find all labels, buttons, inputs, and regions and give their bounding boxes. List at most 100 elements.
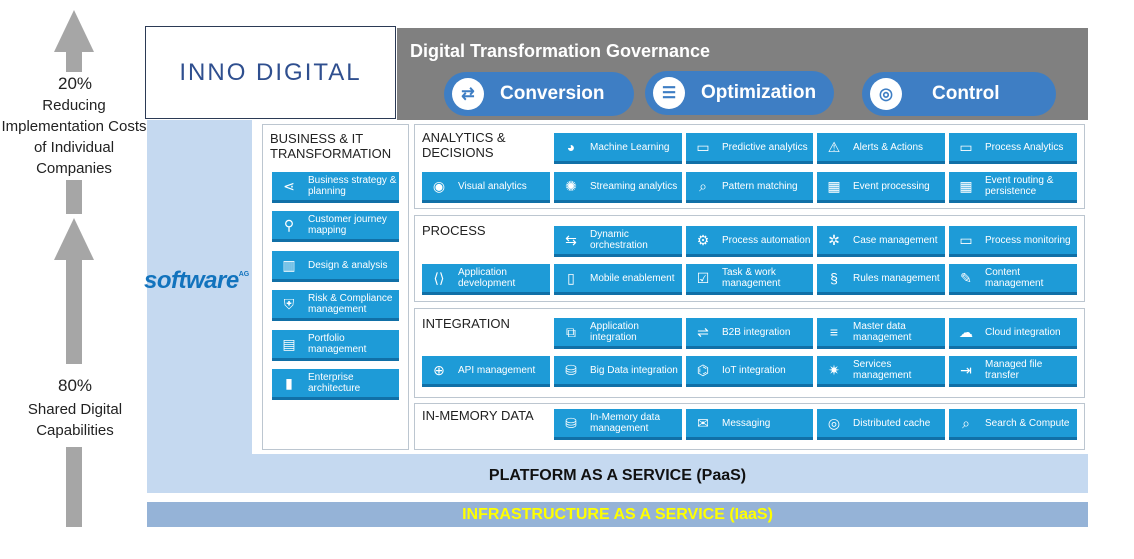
software-logo-suffix: AG xyxy=(238,271,250,278)
tile-label: Business strategy & planning xyxy=(308,175,397,197)
capability-tile[interactable]: ▭Predictive analytics xyxy=(686,133,813,164)
capability-tile[interactable]: ⧉Application integration xyxy=(554,318,682,349)
eye-monitor-icon: ◉ xyxy=(432,177,446,194)
capability-tile[interactable]: ⛁In-Memory data management xyxy=(554,409,682,440)
tile-label: Design & analysis xyxy=(308,259,388,271)
tile-label: IoT integration xyxy=(722,364,786,376)
capability-tile[interactable]: ⌬IoT integration xyxy=(686,356,813,387)
bottom-text: Shared Digital Capabilities xyxy=(27,401,123,439)
share-icon: ⋖ xyxy=(283,177,295,194)
tile-label: Master data management xyxy=(853,321,912,343)
tile-label: Pattern matching xyxy=(722,180,798,192)
capability-tile[interactable]: ⚲Customer journey mapping xyxy=(272,211,399,242)
capability-tile[interactable]: ☁Cloud integration xyxy=(949,318,1077,349)
capability-tile[interactable]: ✷Services management xyxy=(817,356,945,387)
iaas-band: INFRASTRUCTURE AS A SERVICE (IaaS) xyxy=(147,502,1088,527)
capability-tile[interactable]: ◎Distributed cache xyxy=(817,409,945,440)
section-title: IN-MEMORY DATA xyxy=(422,408,534,423)
binary-icon: ≡ xyxy=(829,323,839,340)
pill-optimization[interactable]: ☰ Optimization xyxy=(645,71,834,115)
tile-label: Risk & Compliance management xyxy=(308,293,393,315)
capability-tile[interactable]: ⛨Risk & Compliance management xyxy=(272,290,399,321)
capability-tile[interactable]: ⋖ Business strategy & planning xyxy=(272,172,399,203)
tile-label: Predictive analytics xyxy=(722,141,808,153)
alert-icon: ⚠ xyxy=(827,138,841,155)
capability-tile[interactable]: ▭Process monitoring xyxy=(949,226,1077,257)
capability-tile[interactable]: ▭Process Analytics xyxy=(949,133,1077,164)
capability-tile[interactable]: ⇆ Dynamic orchestration xyxy=(554,226,682,257)
capability-tile[interactable]: ⚙Process automation xyxy=(686,226,813,257)
tile-label: Services management xyxy=(853,359,912,381)
capability-tile[interactable]: ⊕API management xyxy=(422,356,550,387)
tile-label: In-Memory data management xyxy=(590,412,661,434)
app-integration-icon: ⧉ xyxy=(566,323,576,340)
tile-label: Streaming analytics xyxy=(590,180,678,192)
capability-tile[interactable]: ⚠ Alerts & Actions xyxy=(817,133,945,164)
software-ag-logo: software AG xyxy=(144,267,249,295)
capability-tile[interactable]: ✎ Content management xyxy=(949,264,1077,295)
tile-label: Case management xyxy=(853,234,938,246)
bars-icon: ▮ xyxy=(285,374,293,391)
b2b-icon: ⇌ xyxy=(697,323,709,340)
capability-tile[interactable]: ⇌B2B integration xyxy=(686,318,813,349)
tile-label: Alerts & Actions xyxy=(853,141,924,153)
building-chart-icon: ▥ xyxy=(282,256,296,273)
capability-tile[interactable]: ▯Mobile enablement xyxy=(554,264,682,295)
content-icon: ✎ xyxy=(960,269,972,286)
section-title: INTEGRATION xyxy=(422,316,510,331)
capability-tile[interactable]: ◉Visual analytics xyxy=(422,172,550,203)
capability-tile[interactable]: ☑Task & work management xyxy=(686,264,813,295)
stream-icon: ✺ xyxy=(565,177,577,194)
iaas-label: INFRASTRUCTURE AS A SERVICE (IaaS) xyxy=(462,505,773,523)
arrow-shaft xyxy=(66,260,82,364)
gear-icon: ⚙ xyxy=(696,231,710,248)
arrow-shaft xyxy=(66,180,82,214)
logo-box: INNO DIGITAL xyxy=(145,26,396,119)
tile-label: Event processing xyxy=(853,180,930,192)
capability-tile[interactable]: ▦ Event routing & persistence xyxy=(949,172,1077,203)
tile-label: Content management xyxy=(985,267,1044,289)
pill-conversion[interactable]: ⇄ Conversion xyxy=(444,72,634,116)
software-logo-text: software xyxy=(144,267,239,294)
tile-label: Dynamic orchestration xyxy=(590,229,648,251)
tile-label: Task & work management xyxy=(722,267,781,289)
calendar-gear-icon: ▦ xyxy=(959,177,973,194)
capability-tile[interactable]: ▮ Enterprise architecture xyxy=(272,369,399,400)
gauge-icon: ◎ xyxy=(870,78,902,110)
api-icon: ⊕ xyxy=(433,361,445,378)
pill-control[interactable]: ◎ Control xyxy=(862,72,1056,116)
file-transfer-icon: ⇥ xyxy=(960,361,972,378)
arrow-head xyxy=(54,218,94,260)
tile-label: Process monitoring xyxy=(985,234,1071,246)
database-icon: ⛁ xyxy=(565,361,577,378)
tile-label: Search & Compute xyxy=(985,417,1070,429)
orchestration-icon: ⇆ xyxy=(565,231,577,248)
tile-label: Event routing & persistence xyxy=(985,175,1054,197)
capability-tile[interactable]: ⛁Big Data integration xyxy=(554,356,682,387)
capability-tile[interactable]: ◕Machine Learning xyxy=(554,133,682,164)
capability-tile[interactable]: ▥ Design & analysis xyxy=(272,251,399,282)
tile-label: Application development xyxy=(458,267,516,289)
capability-tile[interactable]: ⟨⟩Application development xyxy=(422,264,550,295)
section-title: PROCESS xyxy=(422,223,486,238)
capability-tile[interactable]: ✺ Streaming analytics xyxy=(554,172,682,203)
capability-tile[interactable]: ⌕ Pattern matching xyxy=(686,172,813,203)
capability-tile[interactable]: ✲Case management xyxy=(817,226,945,257)
capability-tile[interactable]: ⌕Search & Compute xyxy=(949,409,1077,440)
shared-arrow xyxy=(54,218,94,260)
capability-tile[interactable]: ▦Event processing xyxy=(817,172,945,203)
magnifier-icon: ⌕ xyxy=(699,177,707,194)
capability-tile[interactable]: §Rules management xyxy=(817,264,945,295)
capability-tile[interactable]: ⇥Managed file transfer xyxy=(949,356,1077,387)
capability-tile[interactable]: ▤Portfolio management xyxy=(272,330,399,361)
tile-label: Enterprise architecture xyxy=(308,372,361,394)
shuffle-icon: ⇄ xyxy=(452,78,484,110)
tile-label: Customer journey mapping xyxy=(308,214,387,236)
top-text: Reducing Implementation Costs of Individ… xyxy=(1,97,147,177)
tile-label: Mobile enablement xyxy=(590,272,675,284)
capability-tile[interactable]: ✉Messaging xyxy=(686,409,813,440)
capability-tile[interactable]: ≡ Master data management xyxy=(817,318,945,349)
sliders-icon: ☰ xyxy=(653,77,685,109)
tile-label: Rules management xyxy=(853,272,940,284)
tile-label: Machine Learning xyxy=(590,141,670,153)
